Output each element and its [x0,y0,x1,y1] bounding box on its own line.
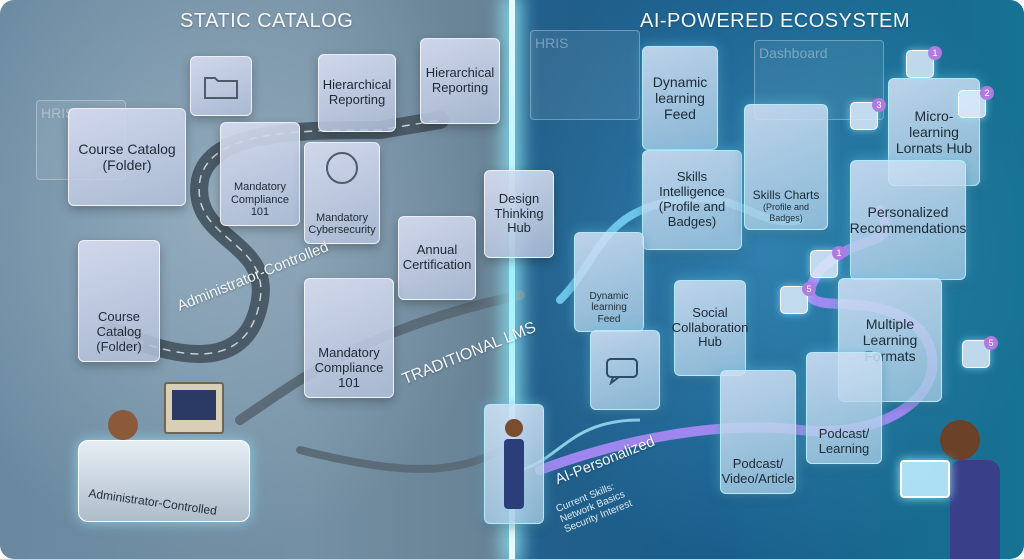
mandatory-cybersecurity-card: Mandatory Cybersecurity [304,142,380,244]
design-thinking-hub-card: Design Thinking Hub [484,170,554,258]
chat-icon [590,330,660,410]
dynamic-learning-feed-card-top: Dynamic learning Feed [642,46,718,150]
computer-monitor-icon [164,382,224,434]
administrator-figure [108,410,138,440]
tablet-icon [900,460,950,498]
badge-count-2: 2 [980,86,994,100]
social-collaboration-hub-card: Social Collaboration Hub [672,280,748,376]
skills-intelligence-card: Skills Intelligence (Profile and Badges) [642,150,742,250]
learner-body [504,439,524,509]
mandatory-compliance-card-top: Mandatory Compliance 101 [220,122,300,226]
skills-charts-subtitle: (Profile and Badges) [762,202,810,223]
lms-road-lower [296,446,504,473]
skills-charts-title: Skills Charts [752,187,820,202]
badge-count-1: 1 [928,46,942,60]
learner-woman-body [950,460,1000,559]
personalized-recommendations-card: Personalized Recommendations [850,160,966,280]
learner-woman-figure [940,420,980,460]
hierarchical-reporting-card-a: Hierarchical Reporting [318,54,396,132]
badge-count-6: 5 [984,336,998,350]
hierarchical-reporting-card-b: Hierarchical Reporting [420,38,500,124]
badge-count-5: 5 [802,282,816,296]
podcast-learning-card: Podcast/ Learning [806,352,882,464]
learner-figure [505,419,523,437]
badge-icon [326,152,358,184]
mandatory-compliance-card-mid: Mandatory Compliance 101 [304,278,394,398]
podcast-video-article-card: Podcast/ Video/Article [720,370,796,494]
course-catalog-card-top: Course Catalog (Folder) [68,108,186,206]
badge-count-3: 3 [872,98,886,112]
admin-platform [78,440,250,522]
center-divider [509,0,515,559]
user-icon [810,250,838,278]
static-catalog-title: STATIC CATALOG [180,10,354,32]
learner-panel [484,404,544,524]
road-center-line [109,119,441,355]
dynamic-learning-feed-card-mid: Dynamic learning Feed [574,232,644,332]
course-catalog-card-mid: Course Catalog (Folder) [78,240,160,362]
folder-icon [190,56,252,116]
annual-certification-card: Annual Certification [398,216,476,300]
badge-count-4: 1 [832,246,846,260]
skills-charts-card: Skills Charts (Profile and Badges) [744,104,828,230]
ai-ecosystem-title: AI-POWERED ECOSYSTEM [640,10,911,32]
ghost-hris-right: HRIS [530,30,640,120]
